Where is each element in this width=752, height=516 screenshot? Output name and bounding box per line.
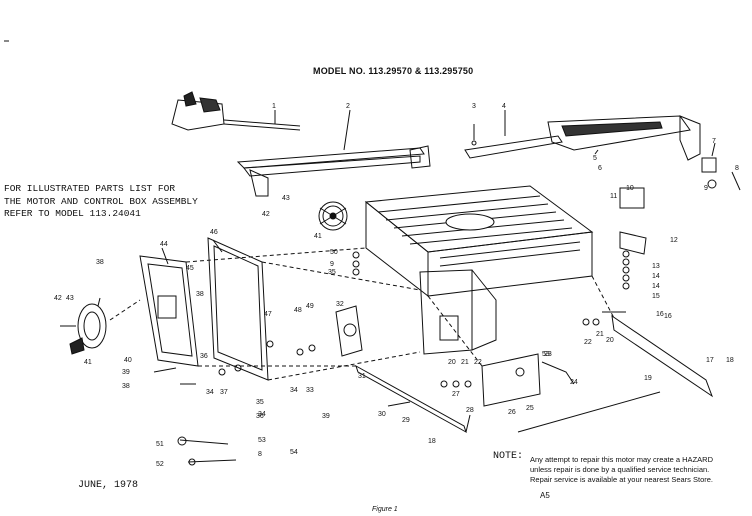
part-label: 37	[220, 389, 228, 396]
motor-mount	[335, 305, 363, 357]
part-label: 43	[282, 195, 290, 202]
part-label: 53	[542, 351, 550, 358]
part-label: 8	[258, 451, 262, 458]
part-label: 51	[156, 441, 164, 448]
part-label: 38	[196, 291, 204, 298]
part-label: 15	[652, 293, 660, 300]
leader-lines	[97, 109, 716, 433]
part-label: 38	[96, 259, 104, 266]
part-label: 11	[610, 193, 617, 200]
lower-rails	[355, 314, 714, 434]
model-number-title: MODEL NO. 113.29570 & 113.295750	[313, 66, 474, 76]
part-label: 1	[272, 103, 276, 110]
part-label: 34	[258, 411, 266, 418]
part-label: 41	[314, 233, 322, 240]
part-label: 39	[322, 413, 330, 420]
part-label: 25	[526, 405, 534, 412]
part-label: 3	[472, 103, 476, 110]
part-label: 16	[656, 311, 664, 318]
part-label: 31	[358, 373, 366, 380]
hardware-parts	[60, 187, 647, 466]
part-label: 46	[210, 229, 218, 236]
part-label: 22	[584, 339, 592, 346]
part-label: 17	[706, 357, 714, 364]
part-label: 30	[378, 411, 386, 418]
part-label: 52	[156, 461, 164, 468]
part-label: 41	[84, 359, 92, 366]
part-label: 14	[652, 273, 660, 280]
part-label: 43	[66, 295, 74, 302]
print-date: JUNE, 1978	[78, 480, 139, 491]
part-label: 29	[402, 417, 410, 424]
page-id: A5	[540, 491, 550, 500]
front-plate	[139, 255, 199, 367]
part-label: 33	[306, 387, 314, 394]
reference-note: FOR ILLUSTRATED PARTS LIST FOR THE MOTOR…	[4, 183, 198, 219]
part-label: 19	[644, 375, 652, 382]
part-label: 32	[336, 301, 344, 308]
part-label: 44	[160, 241, 168, 248]
handwheel-lower	[69, 303, 107, 355]
part-label: 26	[508, 409, 516, 416]
part-label: 36	[256, 413, 264, 420]
part-label: 49	[306, 303, 314, 310]
guard-bar	[464, 124, 563, 159]
part-label: 48	[294, 307, 302, 314]
front-rail	[236, 145, 431, 197]
part-label: 20	[448, 359, 456, 366]
part-label: 5	[593, 155, 597, 162]
part-label: 34	[206, 389, 214, 396]
part-label: 12	[670, 237, 678, 244]
part-label: 16	[664, 313, 672, 320]
part-label: 9	[330, 261, 334, 268]
part-label: 6	[598, 165, 602, 172]
hazard-note: Any attempt to repair this motor may cre…	[530, 455, 714, 484]
part-label: 13	[652, 263, 660, 270]
part-label: 10	[626, 185, 634, 192]
part-label: 20	[606, 337, 614, 344]
part-label: 7	[712, 138, 716, 145]
part-label: 18	[726, 357, 734, 364]
part-label: 18	[428, 438, 436, 445]
part-label: 34	[290, 387, 298, 394]
part-label: 35	[256, 399, 264, 406]
part-label: 38	[122, 383, 130, 390]
switch-plate	[481, 353, 575, 407]
part-label: 23	[544, 351, 552, 358]
note-label: NOTE:	[493, 451, 524, 462]
part-label: 39	[122, 369, 130, 376]
part-label: 14	[652, 283, 660, 290]
part-label: 36	[200, 353, 208, 360]
part-label: 40	[124, 357, 132, 364]
part-label: 8	[735, 165, 739, 172]
handwheel-upper	[318, 201, 348, 231]
part-label: 54	[290, 449, 298, 456]
part-label: 4	[502, 103, 506, 110]
saw-cabinet	[419, 269, 497, 355]
miter-gauge	[171, 91, 301, 131]
part-label: 2	[346, 103, 350, 110]
part-label: 28	[466, 407, 474, 414]
part-label: 53	[258, 437, 266, 444]
rear-arm	[547, 115, 741, 191]
part-label: 47	[264, 311, 272, 318]
part-label: 45	[186, 265, 194, 272]
part-label: 9	[704, 185, 708, 192]
part-label: 21	[596, 331, 604, 338]
figure-caption: Figure 1	[372, 506, 398, 513]
part-label: 24	[570, 379, 578, 386]
part-label: 42	[54, 295, 62, 302]
part-label: 27	[452, 391, 460, 398]
part-label: 21	[461, 359, 469, 366]
part-label: 22	[474, 359, 482, 366]
part-label: 50	[330, 249, 338, 256]
assembly-phantom-lines	[109, 247, 615, 381]
part-label: 42	[262, 211, 270, 218]
part-label: 35	[328, 269, 336, 276]
